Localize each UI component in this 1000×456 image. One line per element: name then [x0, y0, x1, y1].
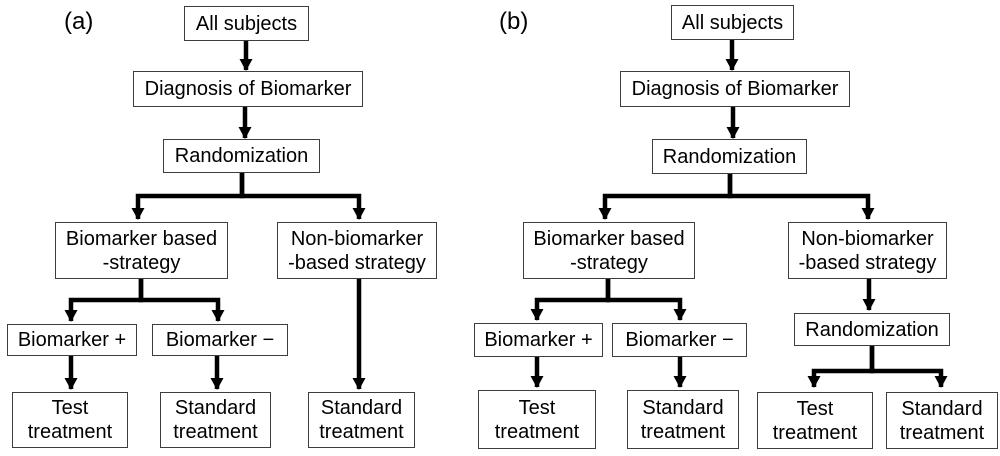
- node-a-diagnosis-of-biomarker: Diagnosis of Biomarker: [133, 71, 363, 107]
- node-a-standard-treatment-1: Standard treatment: [160, 392, 271, 448]
- arrow-b-randomization-to-biomarker-strategy: [598, 174, 733, 220]
- node-a-biomarker-plus: Biomarker +: [7, 324, 137, 356]
- node-b-test-treatment-1: Test treatment: [478, 390, 596, 449]
- node-a-standard-treatment-2: Standard treatment: [308, 392, 415, 448]
- node-b-randomization-2: Randomization: [794, 313, 950, 346]
- arrow-a-strategy-to-biomarker-minus: [138, 279, 225, 322]
- node-a-non-biomarker-based-strategy: Non-biomarker -based strategy: [277, 222, 437, 279]
- node-b-test-treatment-2: Test treatment: [757, 392, 873, 449]
- node-b-diagnosis-of-biomarker: Diagnosis of Biomarker: [620, 71, 850, 107]
- arrow-b-randomization2-to-test: [807, 346, 875, 388]
- node-b-all-subjects: All subjects: [671, 5, 794, 40]
- node-b-biomarker-plus: Biomarker +: [474, 323, 603, 357]
- node-b-randomization-1: Randomization: [652, 139, 807, 174]
- arrow-a-randomization-to-nonbiomarker-strategy: [239, 173, 366, 220]
- node-a-test-treatment: Test treatment: [12, 392, 128, 448]
- node-a-biomarker-based-strategy: Biomarker based -strategy: [55, 222, 228, 279]
- node-a-randomization: Randomization: [163, 139, 320, 173]
- arrow-a-strategy-to-biomarker-plus: [64, 279, 144, 322]
- panel-label-a: (a): [64, 8, 94, 35]
- arrow-b-strategy-to-biomarker-plus: [530, 279, 611, 321]
- node-b-standard-treatment-2: Standard treatment: [886, 392, 998, 449]
- node-a-biomarker-minus: Biomarker −: [152, 324, 288, 356]
- node-b-non-biomarker-based-strategy: Non-biomarker -based strategy: [788, 222, 947, 279]
- node-b-biomarker-based-strategy: Biomarker based -strategy: [523, 222, 695, 279]
- arrow-a-randomization-to-biomarker-strategy: [131, 173, 245, 220]
- node-b-standard-treatment-1: Standard treatment: [627, 390, 739, 449]
- arrow-b-strategy-to-biomarker-minus: [605, 279, 687, 321]
- node-a-all-subjects: All subjects: [184, 6, 309, 41]
- arrow-b-randomization2-to-standard: [869, 346, 948, 388]
- panel-label-b: (b): [499, 8, 529, 35]
- node-b-biomarker-minus: Biomarker −: [612, 323, 747, 357]
- arrow-b-randomization-to-nonbiomarker-strategy: [727, 174, 875, 220]
